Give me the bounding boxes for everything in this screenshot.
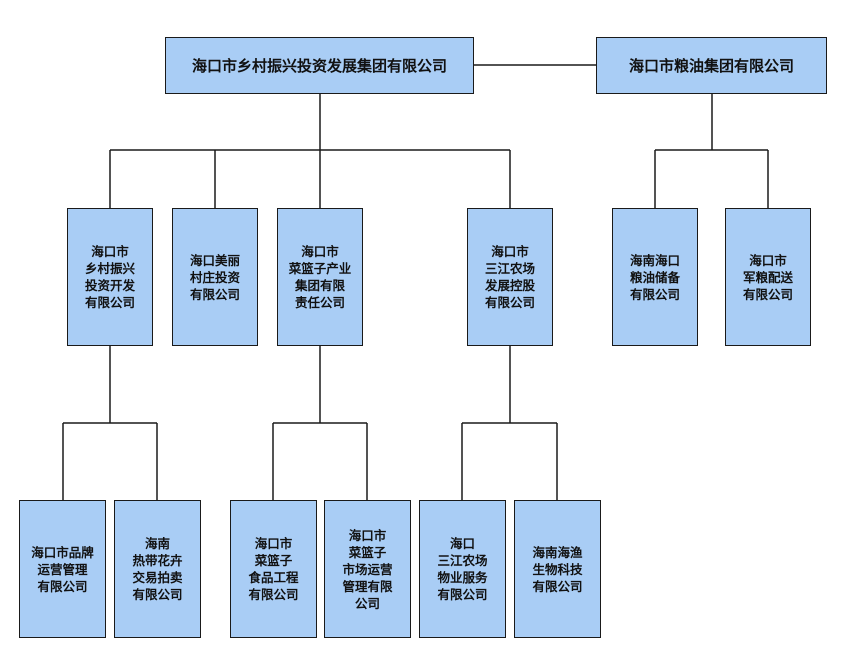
node-b4: 海口市 菜篮子 市场运营 管理有限 公司 [324,500,411,638]
node-m3: 海口市 菜篮子产业 集团有限 责任公司 [277,208,363,346]
node-root-right: 海口市粮油集团有限公司 [596,37,827,94]
node-label: 海口市乡村振兴投资发展集团有限公司 [191,57,447,75]
node-m4: 海口市 三江农场 发展控股 有限公司 [467,208,553,346]
node-b1: 海口市品牌 运营管理 有限公司 [19,500,106,638]
node-m5: 海南海口 粮油储备 有限公司 [612,208,698,346]
node-b3: 海口市 菜篮子 食品工程 有限公司 [230,500,317,638]
node-label: 海南海口 粮油储备 有限公司 [629,252,680,302]
node-m6: 海口市 军粮配送 有限公司 [725,208,811,346]
node-m2: 海口美丽 村庄投资 有限公司 [172,208,258,346]
node-label: 海口市 三江农场 发展控股 有限公司 [484,244,535,310]
node-label: 海南海渔 生物科技 有限公司 [532,544,583,594]
node-b6: 海南海渔 生物科技 有限公司 [514,500,601,638]
node-label: 海口市 军粮配送 有限公司 [742,252,793,302]
node-m1: 海口市 乡村振兴 投资开发 有限公司 [67,208,153,346]
node-label: 海口美丽 村庄投资 有限公司 [189,252,240,302]
node-label: 海口市 菜篮子产业 集团有限 责任公司 [288,244,352,310]
node-b5: 海口 三江农场 物业服务 有限公司 [419,500,506,638]
node-label: 海口市 菜篮子 市场运营 管理有限 公司 [342,527,393,611]
node-label: 海口市 菜篮子 食品工程 有限公司 [248,536,299,602]
node-label: 海南 热带花卉 交易拍卖 有限公司 [132,536,183,602]
node-b2: 海南 热带花卉 交易拍卖 有限公司 [114,500,201,638]
node-label: 海口市粮油集团有限公司 [628,57,794,75]
node-label: 海口市 乡村振兴 投资开发 有限公司 [84,244,135,310]
node-root-left: 海口市乡村振兴投资发展集团有限公司 [165,37,474,94]
node-label: 海口 三江农场 物业服务 有限公司 [437,536,488,602]
node-label: 海口市品牌 运营管理 有限公司 [31,544,94,594]
